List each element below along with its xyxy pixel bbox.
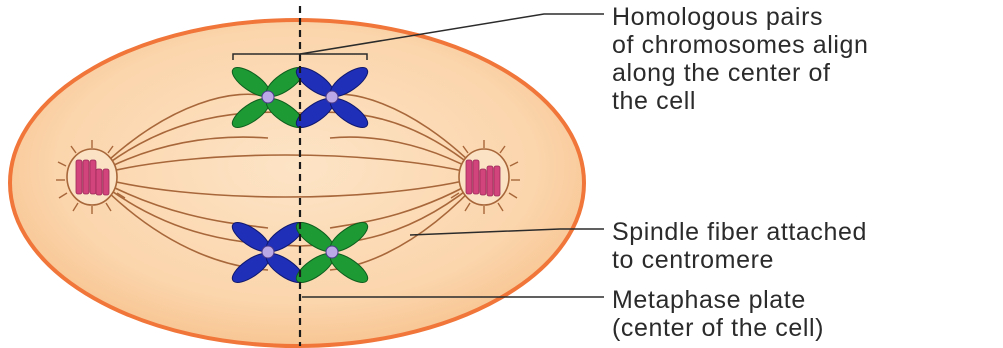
label-homologous: Homologous pairs of chromosomes align al… bbox=[612, 3, 876, 115]
label-line: to centromere bbox=[612, 246, 774, 274]
centromere bbox=[262, 91, 274, 103]
centromere bbox=[326, 246, 338, 258]
label-line: along the center of bbox=[612, 59, 831, 87]
label-line: of chromosomes align bbox=[612, 31, 869, 59]
label-line: Metaphase plate bbox=[612, 286, 806, 314]
label-line: Spindle fiber attached bbox=[612, 218, 867, 246]
label-spindle: Spindle fiber attached to centromere bbox=[612, 218, 875, 274]
label-line: Homologous pairs bbox=[612, 3, 823, 31]
centromere bbox=[326, 91, 338, 103]
label-plate: Metaphase plate (center of the cell) bbox=[612, 286, 824, 342]
label-line: the cell bbox=[612, 87, 696, 115]
label-line: (center of the cell) bbox=[612, 314, 824, 342]
centromere bbox=[262, 246, 274, 258]
